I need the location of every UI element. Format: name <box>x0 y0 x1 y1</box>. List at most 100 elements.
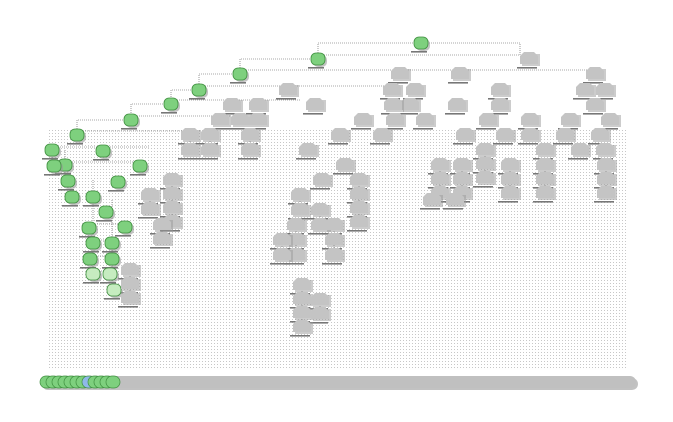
inactive-node[interactable] <box>520 52 538 64</box>
inactive-node[interactable] <box>453 172 471 184</box>
active-node[interactable] <box>98 205 114 219</box>
inactive-node[interactable] <box>241 128 259 140</box>
inactive-node[interactable] <box>311 203 329 215</box>
inactive-node[interactable] <box>311 293 329 305</box>
inactive-node[interactable] <box>273 248 291 260</box>
inactive-node[interactable] <box>331 128 349 140</box>
inactive-node[interactable] <box>596 83 614 95</box>
inactive-node[interactable] <box>121 263 139 275</box>
inactive-node[interactable] <box>163 187 181 199</box>
inactive-node[interactable] <box>536 143 554 155</box>
inactive-node[interactable] <box>231 113 249 125</box>
active-node[interactable] <box>64 190 80 204</box>
inactive-node[interactable] <box>386 113 404 125</box>
timeline-bar[interactable] <box>39 375 638 390</box>
active-node[interactable] <box>85 267 101 281</box>
active-node[interactable] <box>106 283 122 297</box>
inactive-node[interactable] <box>201 128 219 140</box>
inactive-node[interactable] <box>293 306 311 318</box>
inactive-node[interactable] <box>384 98 402 110</box>
active-node[interactable] <box>85 236 101 250</box>
inactive-node[interactable] <box>211 113 229 125</box>
inactive-node[interactable] <box>181 143 199 155</box>
inactive-node[interactable] <box>431 158 449 170</box>
inactive-node[interactable] <box>293 320 311 332</box>
active-node[interactable] <box>123 113 139 127</box>
timeline-step[interactable] <box>105 375 121 389</box>
inactive-node[interactable] <box>313 173 331 185</box>
inactive-node[interactable] <box>350 173 368 185</box>
inactive-node[interactable] <box>121 291 139 303</box>
inactive-node[interactable] <box>476 143 494 155</box>
inactive-node[interactable] <box>496 128 514 140</box>
inactive-node[interactable] <box>350 201 368 213</box>
inactive-node[interactable] <box>249 98 267 110</box>
inactive-node[interactable] <box>350 215 368 227</box>
active-node[interactable] <box>69 128 85 142</box>
inactive-node[interactable] <box>279 83 297 95</box>
inactive-node[interactable] <box>521 113 539 125</box>
inactive-node[interactable] <box>293 292 311 304</box>
inactive-node[interactable] <box>501 158 519 170</box>
inactive-node[interactable] <box>336 158 354 170</box>
active-node[interactable] <box>102 267 118 281</box>
active-node[interactable] <box>110 175 126 189</box>
inactive-node[interactable] <box>121 277 139 289</box>
inactive-node[interactable] <box>391 67 409 79</box>
inactive-node[interactable] <box>306 98 324 110</box>
inactive-node[interactable] <box>249 113 267 125</box>
active-node[interactable] <box>95 144 111 158</box>
inactive-node[interactable] <box>431 172 449 184</box>
inactive-node[interactable] <box>451 67 469 79</box>
active-node[interactable] <box>44 143 60 157</box>
active-node[interactable] <box>163 97 179 111</box>
inactive-node[interactable] <box>491 98 509 110</box>
inactive-node[interactable] <box>163 173 181 185</box>
inactive-node[interactable] <box>287 218 305 230</box>
active-node[interactable] <box>310 52 326 66</box>
inactive-node[interactable] <box>153 218 171 230</box>
inactive-node[interactable] <box>423 193 441 205</box>
inactive-node[interactable] <box>536 172 554 184</box>
inactive-node[interactable] <box>448 98 466 110</box>
inactive-node[interactable] <box>325 233 343 245</box>
inactive-node[interactable] <box>299 143 317 155</box>
active-node[interactable] <box>104 252 120 266</box>
inactive-node[interactable] <box>586 98 604 110</box>
inactive-node[interactable] <box>571 143 589 155</box>
inactive-node[interactable] <box>416 113 434 125</box>
inactive-node[interactable] <box>597 158 615 170</box>
inactive-node[interactable] <box>273 233 291 245</box>
inactive-node[interactable] <box>561 113 579 125</box>
active-node[interactable] <box>232 67 248 81</box>
active-node[interactable] <box>82 252 98 266</box>
inactive-node[interactable] <box>383 83 401 95</box>
inactive-node[interactable] <box>241 143 259 155</box>
inactive-node[interactable] <box>293 278 311 290</box>
inactive-node[interactable] <box>456 128 474 140</box>
inactive-node[interactable] <box>223 98 241 110</box>
active-node[interactable] <box>413 36 429 50</box>
active-node[interactable] <box>60 174 76 188</box>
inactive-node[interactable] <box>597 172 615 184</box>
active-node[interactable] <box>132 159 148 173</box>
active-node[interactable] <box>104 236 120 250</box>
inactive-node[interactable] <box>536 158 554 170</box>
active-node[interactable] <box>85 190 101 204</box>
inactive-node[interactable] <box>181 128 199 140</box>
inactive-node[interactable] <box>491 83 509 95</box>
inactive-node[interactable] <box>350 187 368 199</box>
inactive-node[interactable] <box>311 307 329 319</box>
inactive-node[interactable] <box>153 232 171 244</box>
inactive-node[interactable] <box>591 128 609 140</box>
active-node[interactable] <box>117 220 133 234</box>
inactive-node[interactable] <box>325 218 343 230</box>
inactive-node[interactable] <box>354 113 372 125</box>
inactive-node[interactable] <box>291 203 309 215</box>
inactive-node[interactable] <box>596 143 614 155</box>
inactive-node[interactable] <box>406 83 424 95</box>
inactive-node[interactable] <box>576 83 594 95</box>
inactive-node[interactable] <box>446 193 464 205</box>
inactive-node[interactable] <box>291 188 309 200</box>
inactive-node[interactable] <box>453 158 471 170</box>
